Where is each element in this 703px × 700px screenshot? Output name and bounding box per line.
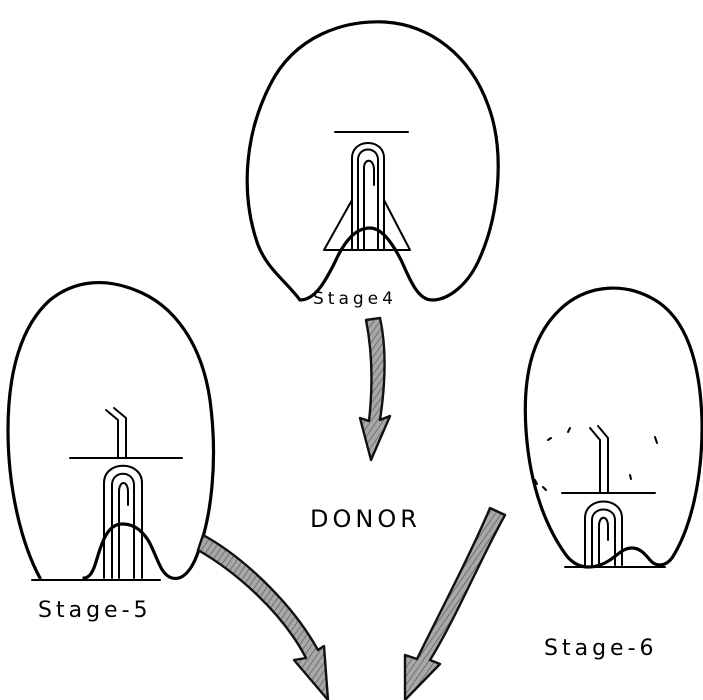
arrow-stage6-to-graft (405, 508, 505, 700)
stage6-outline (525, 288, 702, 567)
stage5-stalk-inner (119, 483, 128, 578)
arrow-stage5-to-graft (198, 535, 328, 700)
stage6-graft-tip (590, 426, 608, 493)
donor-label: DONOR (310, 505, 421, 533)
arrow-stage4-to-donor (360, 318, 390, 460)
stage5-figure (8, 283, 214, 580)
stage4-outline (247, 22, 498, 300)
stage5-label: Stage-5 (38, 598, 152, 623)
stage4-label: Stage4 (313, 289, 397, 309)
stage6-label: Stage-6 (544, 636, 658, 661)
stage5-graft-tip (106, 408, 126, 458)
stage6-figure (525, 288, 702, 567)
stage6-dotted-marks (535, 428, 657, 490)
stage4-stalk-mid (358, 150, 378, 251)
stage5-outline (8, 283, 214, 579)
stage4-figure (247, 22, 498, 300)
stage4-stalk-inner (364, 161, 374, 250)
stage4-base (324, 200, 410, 250)
stage6-stalk-inner (599, 518, 608, 565)
